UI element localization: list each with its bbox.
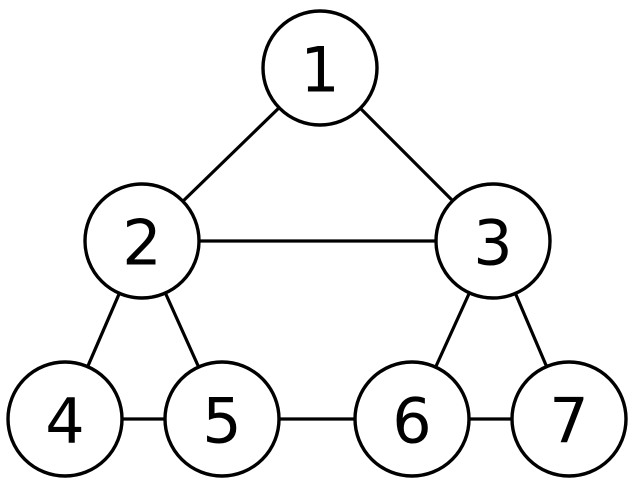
graph-node-label-2: 2 — [122, 207, 161, 280]
graph-node-circle-5[interactable] — [163, 360, 281, 478]
graph-node-label-4: 4 — [45, 385, 84, 458]
graph-node-circle-6[interactable] — [353, 360, 471, 478]
graph-node-label-5: 5 — [202, 385, 241, 458]
graph-edge-1-2 — [181, 106, 281, 203]
graph-node-1[interactable]: 1 — [261, 9, 379, 127]
graph-node-circle-3[interactable] — [434, 182, 552, 300]
graph-node-4[interactable]: 4 — [6, 360, 124, 478]
graph-node-label-6: 6 — [392, 385, 431, 458]
graph-node-2[interactable]: 2 — [83, 182, 201, 300]
graph-node-circle-4[interactable] — [6, 360, 124, 478]
graph-edge-2-4 — [86, 292, 121, 368]
graph-node-6[interactable]: 6 — [353, 360, 471, 478]
node-layer: 1 2 3 4 5 6 7 — [6, 9, 628, 478]
graph-node-circle-2[interactable] — [83, 182, 201, 300]
graph-node-5[interactable]: 5 — [163, 360, 281, 478]
graph-edge-2-5 — [163, 292, 201, 368]
graph-node-circle-1[interactable] — [261, 9, 379, 127]
graph-edge-3-7 — [513, 292, 549, 368]
graph-node-3[interactable]: 3 — [434, 182, 552, 300]
graph-edge-1-3 — [359, 107, 454, 202]
graph-node-7[interactable]: 7 — [510, 360, 628, 478]
graph-node-label-7: 7 — [549, 385, 588, 458]
graph-edge-3-6 — [434, 292, 471, 368]
graph-node-label-3: 3 — [473, 207, 512, 280]
graph-node-circle-7[interactable] — [510, 360, 628, 478]
edge-layer — [86, 106, 549, 421]
graph-node-label-1: 1 — [300, 34, 339, 107]
